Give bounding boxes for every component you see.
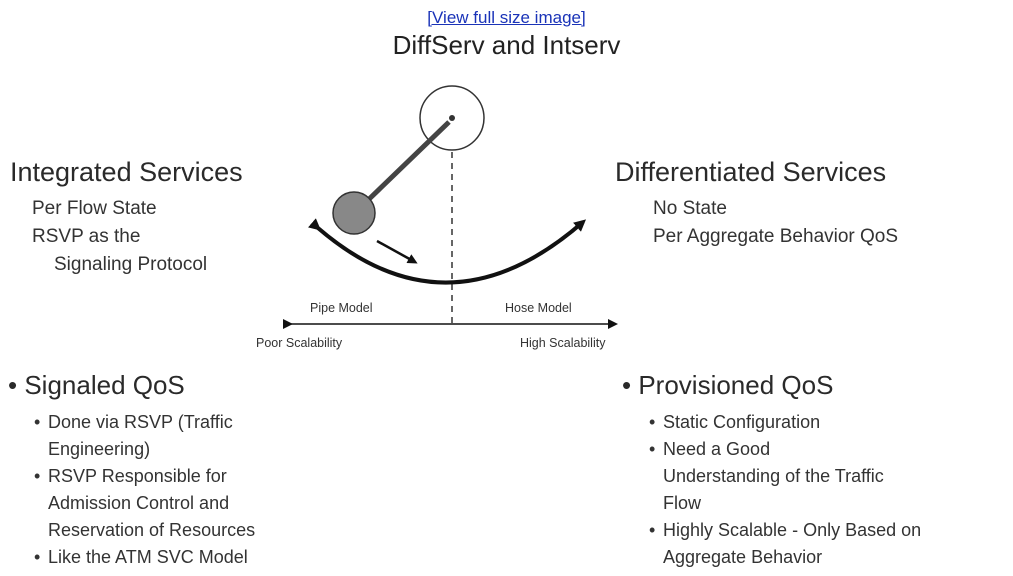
item-line: Like the ATM SVC Model [48,547,248,567]
list-item: RSVP Responsible for Admission Control a… [34,463,255,544]
hose-model-label: Hose Model [505,301,572,315]
integrated-services-details: Per Flow State RSVP as the Signaling Pro… [32,195,207,279]
detail-line: Signaling Protocol [54,254,208,275]
item-line: Understanding of the Traffic [663,466,884,486]
pipe-model-label: Pipe Model [310,301,373,315]
detail-line: Per Flow State [32,198,157,219]
differentiated-services-details: No State Per Aggregate Behavior QoS [653,195,898,251]
provisioned-qos-heading: • Provisioned QoS [622,370,834,400]
pendulum-rod [363,120,451,205]
integrated-services-heading: Integrated Services [10,157,243,187]
provisioned-qos-list: Static Configuration Need a Good Underst… [649,409,921,571]
view-full-size-link[interactable]: [View full size image] [427,8,586,27]
item-line: Aggregate Behavior [663,547,823,567]
item-line: Flow [663,493,702,513]
detail-line: RSVP as the [32,226,141,247]
list-item: Like the ATM SVC Model [34,544,255,571]
poor-scalability-label: Poor Scalability [256,336,343,350]
signaled-qos-label: Signaled QoS [24,370,185,400]
item-line: Highly Scalable - Only Based on [663,520,922,540]
differentiated-services-heading: Differentiated Services [615,157,887,187]
item-line: Need a Good [663,439,771,459]
pendulum-ball [332,191,376,235]
signaled-qos-list: Done via RSVP (Traffic Engineering) RSVP… [34,409,255,571]
list-item: Done via RSVP (Traffic Engineering) [34,409,255,463]
high-scalability-label: High Scalability [520,336,606,350]
item-line: Reservation of Resources [48,520,256,540]
pivot-dot [449,115,455,121]
detail-line: No State [653,198,727,219]
diagram-title: DiffServ and Intserv [392,30,621,60]
list-item: Highly Scalable - Only Based on Aggregat… [649,517,921,571]
swing-arc [308,218,587,285]
signaled-qos-heading: • Signaled QoS [8,370,185,400]
provisioned-qos-label: Provisioned QoS [638,370,834,400]
list-item: Need a Good Understanding of the Traffic… [649,436,921,517]
item-line: Admission Control and [48,493,230,513]
item-line: Done via RSVP (Traffic [48,412,233,432]
item-line: RSVP Responsible for [48,466,227,486]
item-line: Static Configuration [663,412,821,432]
detail-line: Per Aggregate Behavior QoS [653,226,899,247]
motion-arrow [376,239,418,264]
list-item: Static Configuration [649,409,921,436]
item-line: Engineering) [48,439,151,459]
